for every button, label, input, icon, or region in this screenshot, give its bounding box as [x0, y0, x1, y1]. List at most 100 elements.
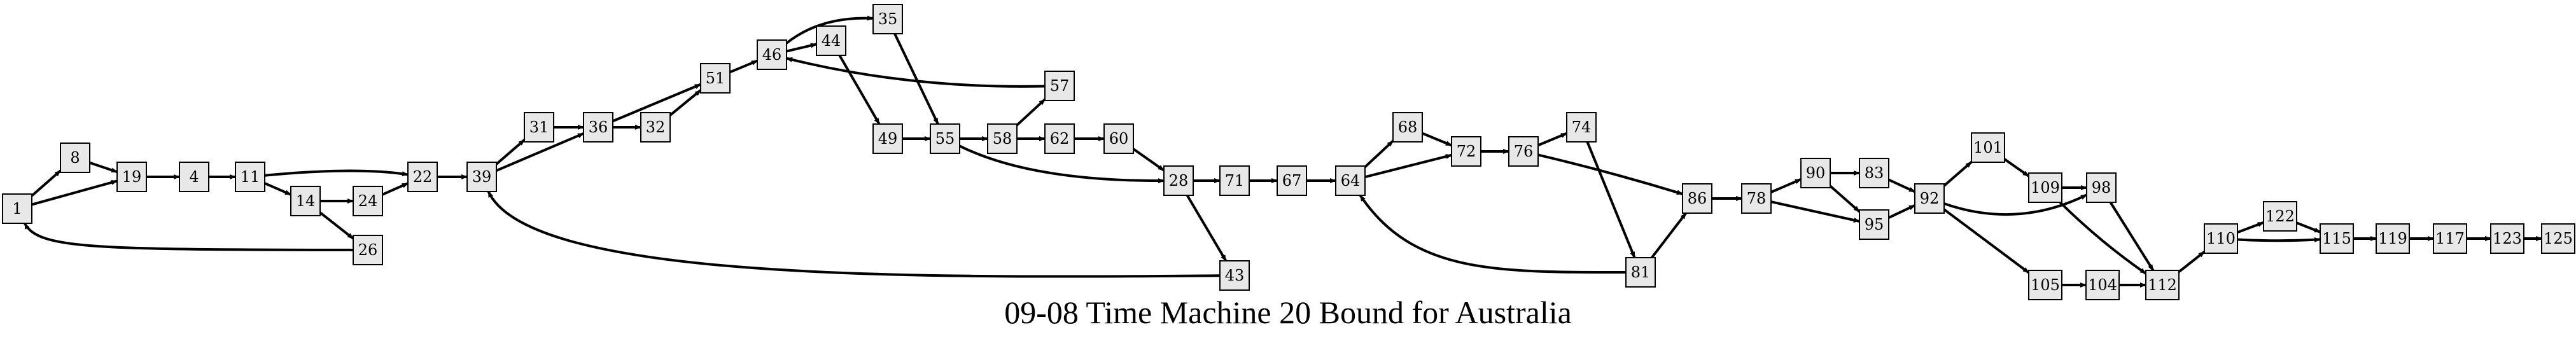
edges-layer: [24, 15, 2542, 288]
node-19: 19: [116, 162, 147, 192]
node-90: 90: [1800, 158, 1831, 188]
edge-32-to-51: [669, 89, 702, 116]
node-box: [2028, 172, 2062, 203]
node-label: 51: [706, 69, 725, 87]
node-81: 81: [1625, 257, 1656, 288]
node-67: 67: [1277, 165, 1307, 196]
node-57: 57: [1044, 71, 1075, 101]
node-58: 58: [987, 123, 1018, 154]
node-86: 86: [1682, 183, 1712, 214]
node-box: [1044, 123, 1075, 154]
node-label: 86: [1688, 190, 1707, 207]
edge-76-to-74: [1537, 132, 1567, 147]
node-box: [1335, 165, 1366, 196]
node-box: [2490, 223, 2524, 254]
node-box: [1859, 158, 1889, 188]
node-101: 101: [1971, 132, 2005, 163]
edge-81-to-64: [1359, 194, 1627, 274]
node-label: 101: [1973, 139, 2003, 157]
node-label: 62: [1050, 130, 1070, 148]
edge-122-to-115: [2296, 221, 2321, 233]
edge-58-to-57: [1016, 98, 1046, 127]
edge-83-to-92: [1888, 178, 1915, 193]
node-box: [757, 39, 787, 70]
edge-64-to-72: [1364, 153, 1452, 179]
edge-46-to-35: [785, 15, 874, 45]
node-label: 117: [2435, 230, 2465, 247]
edge-64-to-68: [1364, 140, 1394, 168]
node-24: 24: [353, 186, 383, 216]
node-box: [1103, 123, 1134, 154]
edge-101-to-109: [2003, 158, 2030, 177]
edge-109-to-112: [2059, 201, 2147, 275]
node-78: 78: [1741, 183, 1772, 214]
edge-78-to-90: [1770, 178, 1802, 193]
edge-57-to-46: [786, 57, 1046, 88]
edge-95-to-92: [1888, 204, 1915, 219]
edge-92-to-98: [1943, 193, 2087, 216]
edge-1-to-19: [31, 179, 118, 206]
node-box: [1682, 183, 1712, 214]
node-8: 8: [60, 143, 90, 173]
edge-43-to-39: [487, 191, 1221, 278]
node-1: 1: [2, 193, 32, 224]
node-105: 105: [2028, 270, 2062, 300]
node-95: 95: [1859, 209, 1889, 240]
edge-46-to-44: [786, 43, 817, 53]
edge-35-to-55: [893, 33, 939, 125]
node-box: [1163, 165, 1194, 196]
node-box: [60, 143, 90, 173]
node-box: [872, 123, 903, 154]
node-label: 71: [1225, 172, 1245, 190]
edge-98-to-112: [2109, 201, 2155, 272]
node-box: [407, 162, 438, 192]
node-box: [1044, 71, 1075, 101]
node-box: [1508, 136, 1539, 167]
node-box: [700, 63, 731, 94]
edge-11-to-14: [264, 182, 291, 196]
node-label: 81: [1631, 263, 1651, 281]
node-122: 122: [2263, 201, 2297, 232]
edge-112-to-110: [2178, 251, 2206, 273]
edge-68-to-72: [1422, 132, 1452, 147]
edge-55-to-28: [959, 144, 1165, 184]
node-label: 90: [1806, 164, 1826, 182]
node-14: 14: [290, 186, 321, 216]
node-box: [2433, 223, 2467, 254]
edge-14-to-26: [319, 211, 354, 240]
node-label: 76: [1514, 143, 1534, 160]
node-box: [179, 162, 209, 192]
node-box: [2145, 270, 2180, 300]
node-label: 57: [1050, 77, 1070, 95]
node-label: 39: [472, 168, 492, 186]
node-box: [1219, 165, 1250, 196]
node-83: 83: [1859, 158, 1889, 188]
edge-1-to-8: [31, 169, 62, 197]
node-box: [116, 162, 147, 192]
node-box: [1451, 136, 1481, 167]
node-label: 110: [2206, 230, 2236, 247]
edge-60-to-28: [1132, 148, 1165, 172]
node-label: 122: [2265, 207, 2295, 225]
node-box: [1800, 158, 1831, 188]
node-117: 117: [2433, 223, 2467, 254]
node-4: 4: [179, 162, 209, 192]
node-box: [640, 112, 671, 143]
node-label: 22: [413, 168, 433, 186]
node-label: 119: [2378, 230, 2407, 247]
node-110: 110: [2204, 223, 2238, 254]
node-112: 112: [2145, 270, 2180, 300]
edge-26-to-1: [24, 223, 354, 251]
node-box: [2263, 201, 2297, 232]
node-label: 67: [1282, 172, 1302, 190]
edge-39-to-36: [496, 132, 584, 172]
node-71: 71: [1219, 165, 1250, 196]
node-box: [1392, 112, 1423, 143]
edge-74-to-81: [1586, 141, 1636, 258]
node-72: 72: [1451, 136, 1481, 167]
node-box: [353, 186, 383, 216]
node-box: [2541, 223, 2575, 254]
node-box: [2204, 223, 2238, 254]
node-119: 119: [2376, 223, 2410, 254]
node-box: [1741, 183, 1772, 214]
